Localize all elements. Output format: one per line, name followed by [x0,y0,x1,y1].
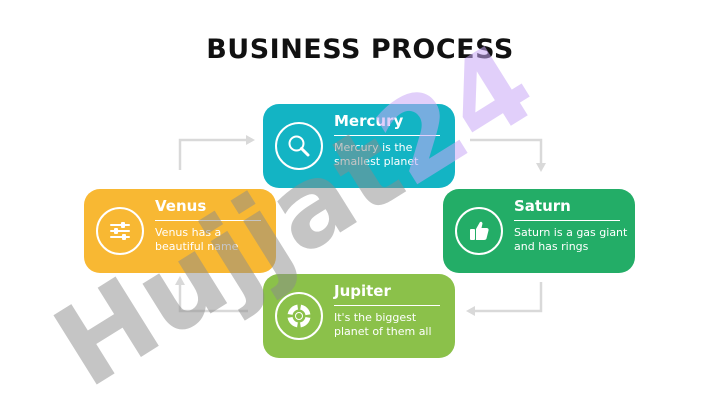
arrowhead-saturn [536,163,546,172]
step-card-mercury: Mercury Mercury is the smallest planet [263,104,455,188]
step-divider [334,135,440,136]
step-card-jupiter: Jupiter It's the biggest planet of them … [263,274,455,358]
step-description: Mercury is the smallest planet [334,141,419,168]
step-divider [514,220,620,221]
slide-title: BUSINESS PROCESS [206,34,514,65]
step-description: Saturn is a gas giant and has rings [514,226,628,253]
arrowhead-mercury [246,135,255,145]
lifebuoy-icon [275,292,323,340]
step-name: Venus [155,197,207,215]
arrow-jupiter-to-venus [178,283,248,313]
step-divider [334,305,440,306]
step-name: Mercury [334,112,404,130]
magnifier-icon [275,122,323,170]
arrow-venus-to-mercury [178,138,248,170]
step-divider [155,220,261,221]
step-description: It's the biggest planet of them all [334,311,432,338]
sliders-icon [96,207,144,255]
step-card-saturn: Saturn Saturn is a gas giant and has rin… [443,189,635,273]
step-card-venus: Venus Venus has a beautiful name [84,189,276,273]
arrowhead-jupiter [466,306,475,316]
thumbs-up-icon [455,207,503,255]
arrow-saturn-to-jupiter [474,282,543,313]
arrowhead-venus [175,276,185,285]
arrow-mercury-to-saturn [470,138,543,165]
step-description: Venus has a beautiful name [155,226,239,253]
step-name: Jupiter [334,282,391,300]
step-name: Saturn [514,197,571,215]
